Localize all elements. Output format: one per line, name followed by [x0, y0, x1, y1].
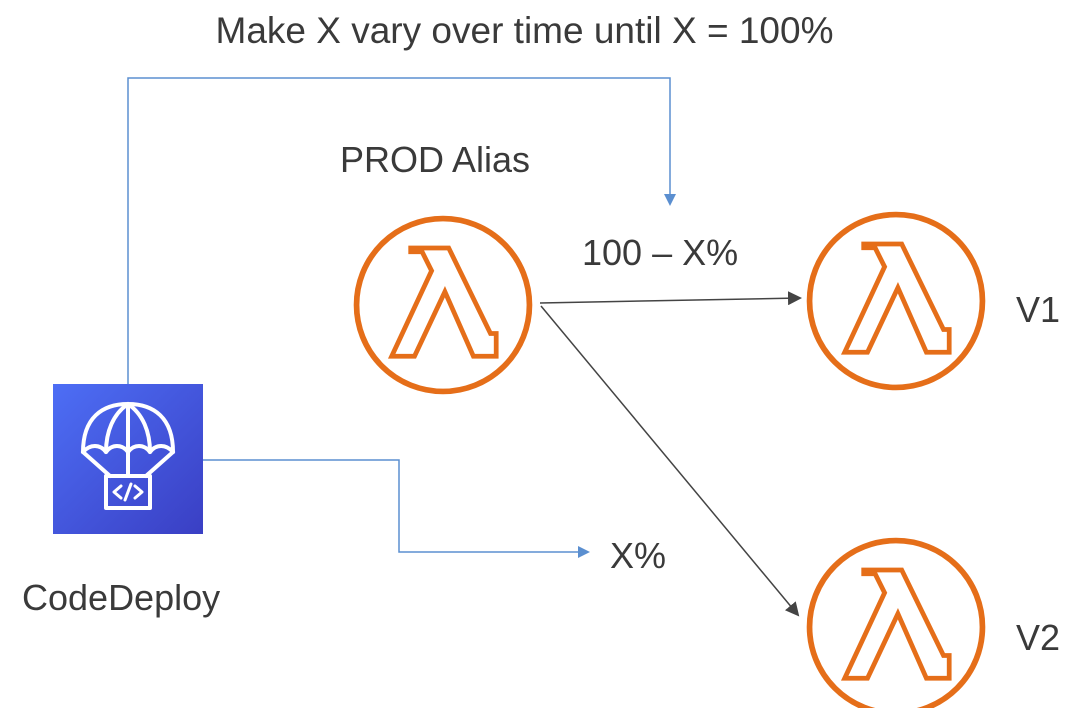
traffic-label-v2: X% [610, 535, 667, 576]
connector-codedeploy-to-alias [127, 77, 676, 384]
lambda-icon [357, 219, 530, 392]
traffic-label-v1: 100 – X% [582, 232, 739, 273]
arrow-alias-to-v2 [540, 305, 800, 617]
diagram-title: Make X vary over time until X = 100% [215, 10, 834, 51]
version-label-v2: V2 [1016, 617, 1061, 658]
prod-alias-label: PROD Alias [340, 139, 531, 180]
parachute-code-icon [53, 384, 203, 534]
version-label-v1: V1 [1016, 289, 1061, 330]
connector-codedeploy-to-x [203, 459, 590, 558]
lambda-icon [810, 541, 983, 708]
lambda-icon [810, 215, 983, 388]
arrow-alias-to-v1 [539, 291, 802, 306]
codedeploy-label: CodeDeploy [22, 577, 221, 618]
